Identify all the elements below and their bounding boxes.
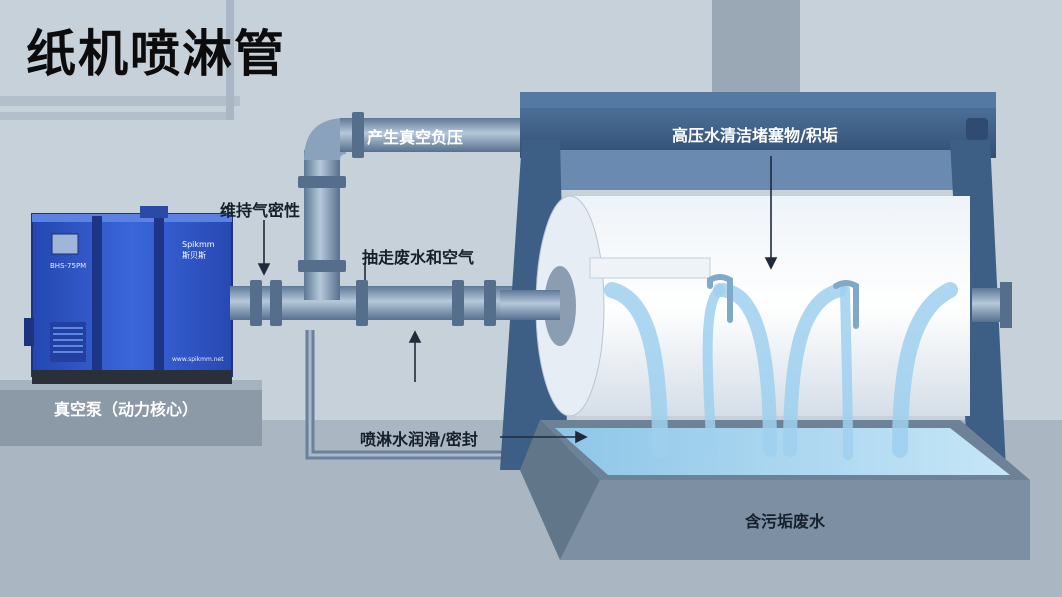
label-wastewater: 含污垢废水 — [745, 512, 826, 531]
pump-base — [0, 380, 262, 446]
label-maintain-seal: 维持气密性 — [220, 201, 301, 220]
vacuum-pump — [24, 206, 233, 384]
spray-header — [589, 257, 711, 279]
label-generate-vacuum: 产生真空负压 — [367, 128, 464, 147]
page-title: 纸机喷淋管 — [26, 25, 286, 83]
annotation-arrows — [257, 156, 778, 444]
label-extract-water-air: 抽走废水和空气 — [362, 248, 475, 267]
pump-brand-sub: 斯贝斯 — [182, 251, 206, 260]
label-vacuum-pump: 真空泵（动力核心） — [54, 400, 199, 419]
spray-jets — [604, 274, 958, 460]
label-spray-lubricate: 喷淋水润滑/密封 — [360, 430, 478, 449]
pump-brand: Spikmm — [182, 240, 215, 249]
label-high-pressure-clean: 高压水清洁堵塞物/积垢 — [672, 126, 838, 145]
pump-url: www.spikmm.net — [172, 356, 224, 363]
pump-model: BHS-75PM — [50, 262, 87, 270]
